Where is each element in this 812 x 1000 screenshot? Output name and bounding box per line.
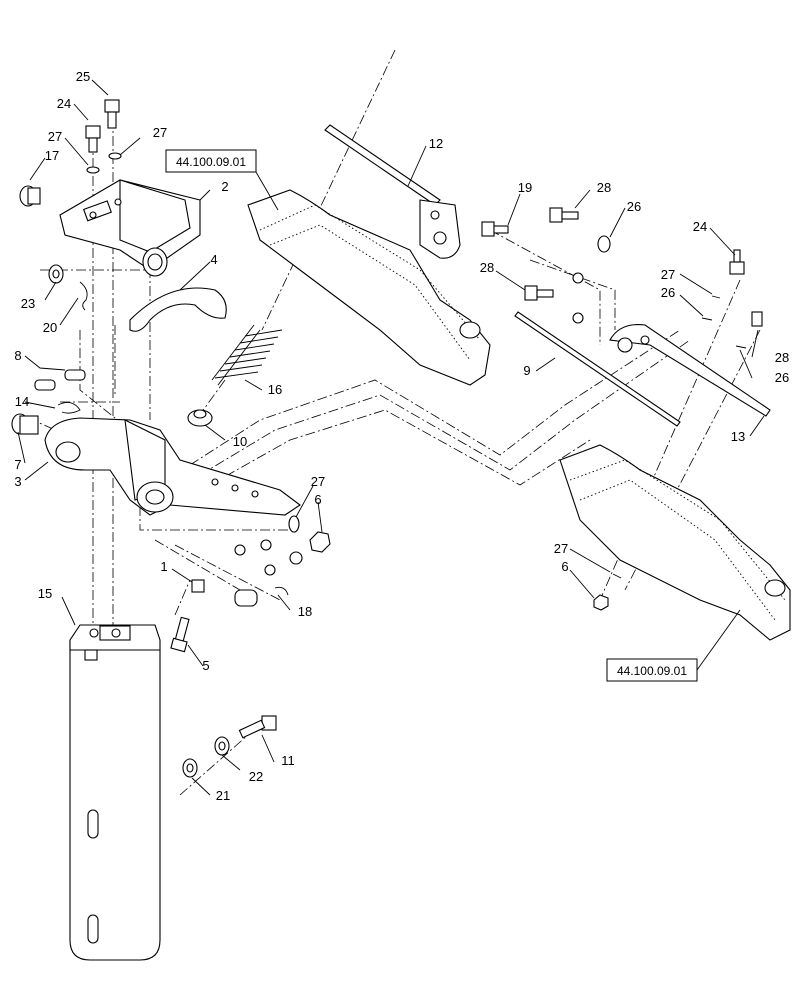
callout-4: 4: [210, 252, 217, 267]
rod-part-9: [514, 311, 681, 427]
mast-part-15: [69, 624, 161, 961]
callout-13: 13: [731, 429, 745, 444]
callout-3: 3: [14, 474, 21, 489]
spring-part-16: [211, 324, 283, 386]
callout-26-right: 26: [661, 285, 675, 300]
callout-28-top: 28: [597, 180, 611, 195]
callout-25: 25: [76, 69, 90, 84]
callout-6-lower: 6: [561, 559, 568, 574]
callout-19: 19: [518, 180, 532, 195]
reference-label-bottom: 44.100.09.01: [617, 664, 687, 678]
callout-26-lower-right: 26: [775, 370, 789, 385]
callout-2: 2: [221, 179, 228, 194]
callout-20: 20: [43, 320, 57, 335]
callout-28-middle: 28: [480, 260, 494, 275]
callout-6-middle: 6: [314, 492, 321, 507]
callout-22: 22: [249, 769, 263, 784]
callout-15: 15: [38, 586, 52, 601]
callout-17: 17: [45, 148, 59, 163]
bushing-part-10: [187, 409, 213, 427]
callout-28-right: 28: [775, 350, 789, 365]
bracket-part-13: [609, 324, 771, 417]
reference-label-top: 44.100.09.01: [176, 155, 246, 169]
callout-24: 24: [57, 96, 71, 111]
callout-9: 9: [523, 363, 530, 378]
callout-7: 7: [14, 457, 21, 472]
callout-21: 21: [216, 788, 230, 803]
callout-27-top: 27: [153, 125, 167, 140]
callout-26-top: 26: [627, 199, 641, 214]
callout-27-right: 27: [661, 267, 675, 282]
callout-10: 10: [233, 434, 247, 449]
callout-8: 8: [14, 348, 21, 363]
callout-23: 23: [21, 296, 35, 311]
pivot-bracket-part-3: [44, 417, 301, 516]
callout-27-middle: 27: [311, 474, 325, 489]
guard-part-12: [324, 124, 461, 259]
reference-box-top: 44.100.09.01: [165, 149, 279, 211]
callout-27-lower: 27: [554, 541, 568, 556]
latch-handle-part-4: [129, 287, 227, 332]
upper-bracket-part-2: [59, 179, 201, 277]
callout-5: 5: [202, 658, 209, 673]
leader-lines: [17, 79, 765, 796]
callout-24-right: 24: [693, 219, 707, 234]
callout-27-left: 27: [48, 129, 62, 144]
callout-16: 16: [268, 382, 282, 397]
callout-18: 18: [298, 604, 312, 619]
hardware-parts: [11, 99, 763, 778]
callout-labels: 25 24 27 27 17 2 4 23 20 8 14 7 3 16 10 …: [14, 69, 789, 803]
track-shoe-lower: [559, 444, 791, 641]
reference-box-bottom: 44.100.09.01: [606, 609, 741, 682]
track-shoe-upper: [247, 189, 491, 386]
callout-1: 1: [160, 559, 167, 574]
callout-12: 12: [429, 136, 443, 151]
callout-11: 11: [281, 753, 295, 768]
callout-14: 14: [15, 394, 29, 409]
